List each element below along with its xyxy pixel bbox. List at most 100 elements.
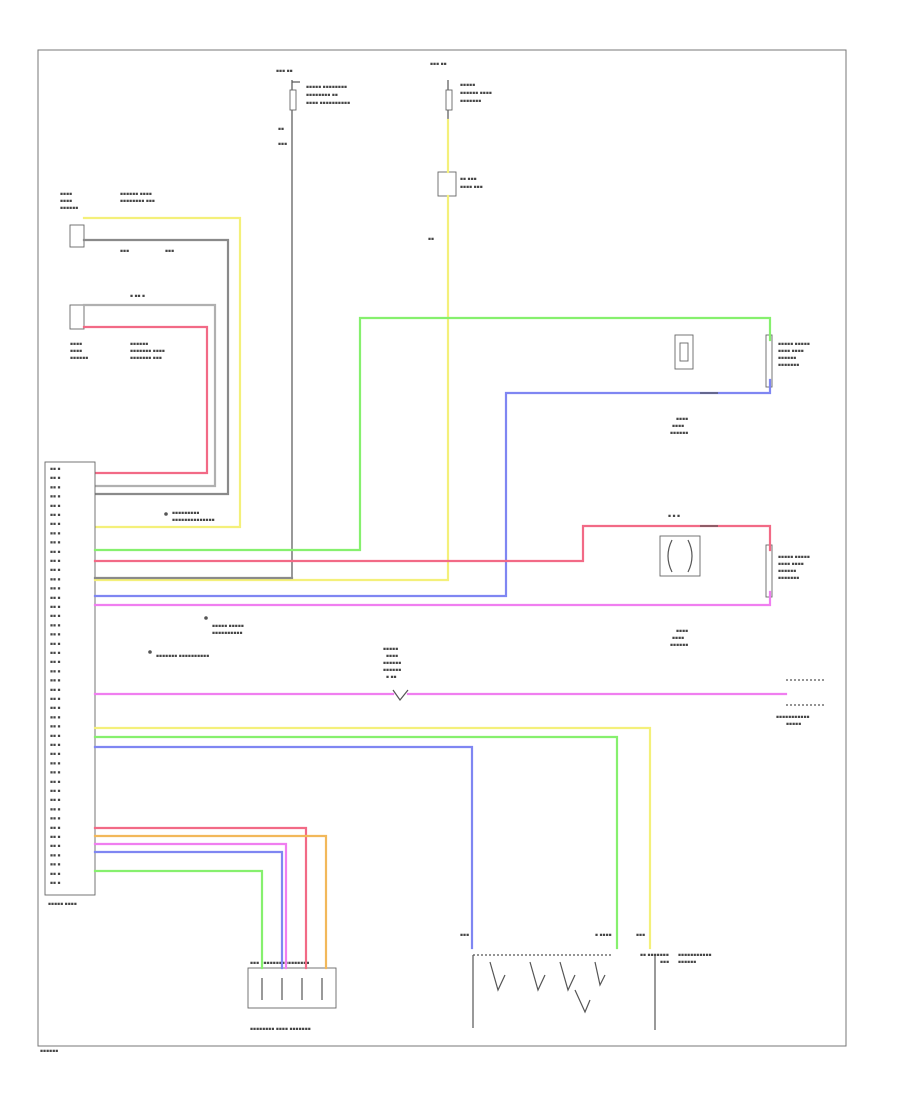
- svg-text:▪▪▪▪: ▪▪▪▪: [60, 192, 72, 197]
- svg-text:▪▪▪: ▪▪▪: [165, 249, 174, 254]
- wire-gray-rf: [82, 303, 217, 488]
- radio-pin-mark: ▪▪ ▪: [50, 550, 61, 555]
- svg-text:▪ ▪▪ ▪: ▪ ▪▪ ▪: [130, 294, 145, 299]
- svg-text:▪▪▪▪▪▪▪ ▪▪▪: ▪▪▪▪▪▪▪ ▪▪▪: [130, 356, 162, 361]
- tweeter-left: ▪ ▪ ▪ ▪▪▪▪ ▪▪▪▪ ▪▪▪▪▪▪: [659, 514, 701, 648]
- front-door-speaker-left: ▪▪▪▪▪ ▪▪▪▪▪ ▪▪▪▪ ▪▪▪▪ ▪▪▪▪▪▪ ▪▪▪▪▪▪▪: [765, 544, 810, 598]
- radio-pin-mark: ▪▪ ▪: [50, 504, 61, 509]
- wire-speaker-lf-yellow: [82, 216, 242, 529]
- shield-notes: ▪▪▪▪▪▪▪▪▪ ▪▪▪▪▪▪▪▪▪▪▪▪▪▪ ▪▪▪▪▪ ▪▪▪▪▪ ▪▪▪…: [148, 511, 244, 659]
- radio-pin-mark: ▪▪ ▪: [50, 853, 61, 858]
- svg-text:▪▪▪▪▪▪▪▪▪▪: ▪▪▪▪▪▪▪▪▪▪: [212, 631, 243, 636]
- steering-pad-switch: ▪▪▪ ▪▪▪▪▪▪▪▪▪▪▪▪▪▪▪▪ ▪▪▪▪▪▪▪▪ ▪▪▪▪ ▪▪▪▪▪…: [247, 961, 337, 1032]
- svg-text:▪▪▪▪▪▪: ▪▪▪▪▪▪: [383, 661, 401, 666]
- svg-text:▪▪▪▪ ▪▪▪▪: ▪▪▪▪ ▪▪▪▪: [778, 349, 804, 354]
- svg-text:▪▪: ▪▪: [428, 237, 434, 242]
- tweeter-right: ▪▪▪▪ ▪▪▪▪ ▪▪▪▪▪▪: [670, 334, 694, 436]
- radio-pin-mark: ▪▪ ▪: [50, 614, 61, 619]
- svg-text:▪▪▪▪: ▪▪▪▪: [672, 424, 684, 429]
- svg-text:▪▪▪▪▪ ▪▪▪▪▪▪▪▪: ▪▪▪▪▪ ▪▪▪▪▪▪▪▪: [306, 85, 347, 90]
- radio-pin-mark: ▪▪ ▪: [50, 485, 61, 490]
- svg-text:▪▪ ▪▪▪: ▪▪ ▪▪▪: [460, 177, 477, 182]
- wire-green-steering: [93, 869, 264, 970]
- radio-pin-mark: ▪▪ ▪: [50, 577, 61, 582]
- svg-text:▪▪▪▪ ▪▪▪: ▪▪▪▪ ▪▪▪: [460, 185, 483, 190]
- svg-text:▪▪▪▪▪▪ ▪▪▪▪: ▪▪▪▪▪▪ ▪▪▪▪: [460, 91, 492, 96]
- svg-text:▪▪▪▪▪▪▪: ▪▪▪▪▪▪▪: [460, 99, 481, 104]
- radio-pin-mark: ▪▪ ▪: [50, 844, 61, 849]
- radio-unit: ▪▪▪▪▪ ▪▪▪▪: [44, 461, 96, 907]
- radio-pin-mark: ▪▪ ▪: [50, 531, 61, 536]
- radio-pin-mark: ▪▪ ▪: [50, 817, 61, 822]
- radio-pin-mark: ▪▪ ▪: [50, 798, 61, 803]
- radio-switch-middle: ▪▪▪▪▪ ▪▪▪▪ ▪▪▪▪▪▪ ▪▪▪▪▪▪ ▪ ▪▪: [383, 647, 409, 702]
- radio-pin-mark: ▪▪ ▪: [50, 771, 61, 776]
- svg-text:▪▪▪▪▪▪: ▪▪▪▪▪▪: [60, 206, 78, 211]
- radio-pin-mark: ▪▪ ▪: [50, 559, 61, 564]
- svg-text:▪▪▪▪: ▪▪▪▪: [386, 654, 398, 659]
- svg-text:▪▪ ▪▪▪▪▪▪▪: ▪▪ ▪▪▪▪▪▪▪: [640, 953, 669, 958]
- svg-text:▪▪▪▪▪ ▪▪▪▪: ▪▪▪▪▪ ▪▪▪▪: [48, 902, 77, 907]
- radio-pin-mark: ▪▪ ▪: [50, 752, 61, 757]
- svg-text:▪▪▪▪▪▪: ▪▪▪▪▪▪: [383, 668, 401, 673]
- svg-text:▪▪▪▪▪▪: ▪▪▪▪▪▪: [130, 342, 148, 347]
- svg-text:▪▪▪▪: ▪▪▪▪: [676, 629, 688, 634]
- radio-pin-mark: ▪▪ ▪: [50, 660, 61, 665]
- radio-pin-mark: ▪▪ ▪: [50, 642, 61, 647]
- radio-pin-mark: ▪▪ ▪: [50, 467, 61, 472]
- svg-text:▪▪▪▪▪ ▪▪▪▪▪: ▪▪▪▪▪ ▪▪▪▪▪: [778, 555, 810, 560]
- radio-pin-mark: ▪▪ ▪: [50, 789, 61, 794]
- radio-pin-mark: ▪▪ ▪: [50, 780, 61, 785]
- wire-yellow-combo-switch: [93, 726, 652, 950]
- radio-pin-mark: ▪▪ ▪: [50, 826, 61, 831]
- radio-pin-mark: ▪▪ ▪: [50, 734, 61, 739]
- wire-orange-steering: [93, 834, 328, 970]
- svg-text:▪▪▪▪▪▪▪: ▪▪▪▪▪▪▪: [778, 576, 799, 581]
- wire-red-rf: [82, 325, 209, 475]
- svg-text:▪▪▪▪▪: ▪▪▪▪▪: [383, 647, 398, 652]
- radio-pin-labels: ▪▪ ▪ ▪▪ ▪ ▪▪ ▪ ▪▪ ▪ ▪▪ ▪ ▪▪ ▪ ▪▪ ▪ ▪▪ ▪ ▪▪ ▪ ▪▪ ▪…: [50, 467, 61, 886]
- svg-text:▪▪▪▪▪▪▪: ▪▪▪▪▪▪▪: [778, 363, 799, 368]
- radio-pin-mark: ▪▪ ▪: [50, 863, 61, 868]
- svg-text:▪▪▪▪▪▪: ▪▪▪▪▪▪: [778, 356, 796, 361]
- svg-text:▪▪▪▪▪▪▪ ▪▪▪▪▪▪▪▪▪▪: ▪▪▪▪▪▪▪ ▪▪▪▪▪▪▪▪▪▪: [156, 654, 209, 659]
- svg-text:▪▪▪▪▪▪▪ ▪▪▪▪: ▪▪▪▪▪▪▪ ▪▪▪▪: [130, 349, 165, 354]
- wire-pink-tweeter-left: [93, 590, 772, 607]
- svg-text:▪▪▪▪▪▪: ▪▪▪▪▪▪: [678, 960, 696, 965]
- radio-pin-mark: ▪▪ ▪: [50, 568, 61, 573]
- svg-text:▪▪▪▪▪▪: ▪▪▪▪▪▪: [778, 569, 796, 574]
- radio-pin-mark: ▪▪ ▪: [50, 605, 61, 610]
- svg-text:▪▪▪▪: ▪▪▪▪: [70, 342, 82, 347]
- wire-red-tweeter-left: [93, 524, 772, 563]
- svg-text:▪▪▪▪▪▪▪▪▪▪▪▪▪▪: ▪▪▪▪▪▪▪▪▪▪▪▪▪▪: [172, 518, 215, 523]
- wire-speaker-rf-red: [82, 325, 209, 475]
- svg-text:▪▪▪ ▪▪▪▪▪▪▪▪▪▪▪▪▪▪▪▪: ▪▪▪ ▪▪▪▪▪▪▪▪▪▪▪▪▪▪▪▪: [250, 961, 309, 966]
- radio-pin-mark: ▪▪ ▪: [50, 761, 61, 766]
- radio-pin-mark: ▪▪ ▪: [50, 743, 61, 748]
- wire-red-steering: [93, 826, 308, 970]
- svg-text:▪▪▪ ▪▪: ▪▪▪ ▪▪: [276, 69, 293, 74]
- svg-text:▪▪▪▪▪▪▪▪▪▪▪: ▪▪▪▪▪▪▪▪▪▪▪: [678, 953, 712, 958]
- svg-text:▪ ▪ ▪: ▪ ▪ ▪: [668, 514, 680, 519]
- svg-text:▪▪▪▪▪▪▪▪▪: ▪▪▪▪▪▪▪▪▪: [172, 511, 199, 516]
- wire-gray-lf: [82, 238, 230, 496]
- footer-code: ▪▪▪▪▪▪: [40, 1049, 58, 1054]
- diagram-frame: [37, 49, 847, 1047]
- svg-text:▪▪▪▪: ▪▪▪▪: [70, 349, 82, 354]
- radio-pin-mark: ▪▪ ▪: [50, 697, 61, 702]
- svg-text:▪▪▪▪ ▪▪▪▪▪▪▪▪▪▪: ▪▪▪▪ ▪▪▪▪▪▪▪▪▪▪: [306, 101, 350, 106]
- combination-switch: ▪▪▪ ▪ ▪▪▪▪ ▪▪▪ ▪▪ ▪▪▪▪▪▪▪ ▪▪▪ ▪▪▪▪▪▪▪▪▪▪…: [460, 933, 712, 1030]
- svg-text:▪▪▪▪: ▪▪▪▪: [60, 199, 72, 204]
- radio-pin-mark: ▪▪ ▪: [50, 633, 61, 638]
- speaker-left-front: ▪▪▪▪ ▪▪▪▪ ▪▪▪▪▪▪ ▪▪▪▪▪▪ ▪▪▪▪ ▪▪▪▪▪▪▪▪ ▪▪…: [60, 192, 174, 254]
- wire-green-combo-switch: [93, 735, 619, 950]
- radio-pin-mark: ▪▪ ▪: [50, 513, 61, 518]
- wire-yellow-lf: [82, 216, 242, 529]
- svg-text:▪▪▪▪▪▪: ▪▪▪▪▪▪: [670, 643, 688, 648]
- svg-text:▪▪▪▪▪: ▪▪▪▪▪: [786, 722, 801, 727]
- svg-text:▪▪▪▪▪: ▪▪▪▪▪: [460, 83, 475, 88]
- radio-pin-mark: ▪▪ ▪: [50, 669, 61, 674]
- radio-pin-mark: ▪▪ ▪: [50, 541, 61, 546]
- radio-pin-mark: ▪▪ ▪: [50, 679, 61, 684]
